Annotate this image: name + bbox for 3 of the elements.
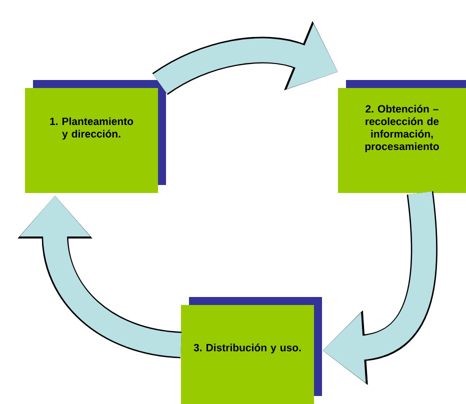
process-box: 3. Distribución y uso. <box>181 296 322 404</box>
process-box: 2. Obtención – recolección de información, procesamiento <box>338 80 466 193</box>
process-box: 1. Planteamiento y dirección. <box>25 80 166 193</box>
